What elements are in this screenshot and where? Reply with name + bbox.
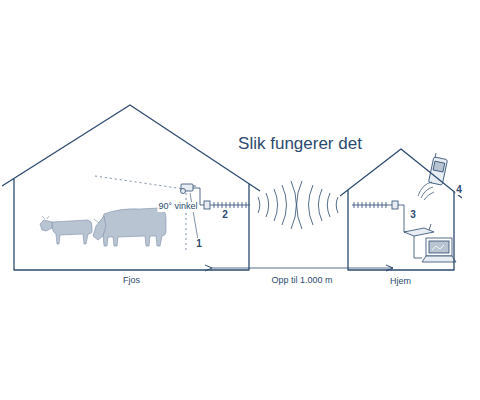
- phone: [428, 153, 447, 185]
- yagi-antenna: [204, 201, 250, 209]
- house-line: [340, 149, 462, 270]
- callout-number: 4: [455, 184, 463, 195]
- antenna-element: [230, 202, 231, 208]
- cow-small: [40, 216, 92, 244]
- view-line: [95, 176, 184, 189]
- antenna-element: [370, 202, 371, 208]
- cow-large: [93, 208, 166, 246]
- antenna-element: [354, 202, 355, 208]
- house-outline: [2, 100, 262, 295]
- antenna-element: [378, 202, 379, 208]
- radio-wave: [274, 189, 278, 221]
- antenna-element: [242, 202, 243, 208]
- antenna-element: [218, 202, 219, 208]
- antenna-element: [238, 202, 239, 208]
- yagi-antenna: [352, 201, 398, 209]
- antenna-element: [358, 202, 359, 208]
- antenna-element: [226, 202, 227, 208]
- antenna-element: [382, 202, 383, 208]
- diagram-title: Slik fungerer det: [238, 135, 362, 154]
- distance-label: Opp til 1.000 m: [270, 276, 333, 286]
- building-label: Hjem: [390, 277, 411, 287]
- radio-wave: [258, 197, 260, 213]
- callout-number: 3: [409, 209, 417, 220]
- building-label: Fjos: [123, 276, 140, 286]
- angle-label: 90° vinkel: [157, 202, 198, 212]
- antenna-element: [366, 202, 367, 208]
- antenna-element: [386, 202, 387, 208]
- radio-waves: [258, 181, 338, 229]
- receiver: [404, 224, 434, 236]
- laptop: [422, 238, 456, 262]
- callout-number: 2: [221, 209, 229, 220]
- radio-wave: [327, 193, 330, 217]
- cable: [414, 236, 422, 258]
- radio-wave: [282, 185, 287, 225]
- antenna-element: [222, 202, 223, 208]
- radio-wave: [266, 193, 269, 217]
- camera: [181, 184, 197, 194]
- radio-wave: [309, 185, 314, 225]
- callout-number: 1: [195, 238, 203, 249]
- leader-line: [190, 193, 198, 240]
- radio-wave: [336, 197, 338, 213]
- antenna-element: [362, 202, 363, 208]
- radio-wave: [318, 189, 322, 221]
- antenna-element: [214, 202, 215, 208]
- building-node: Fjos: [2, 100, 262, 295]
- house-line: [2, 105, 260, 270]
- radio-wave: [297, 181, 302, 229]
- house-outline: [340, 144, 462, 294]
- cable: [398, 205, 410, 232]
- radio-wave: [291, 181, 296, 229]
- dimension-line: [212, 268, 393, 269]
- antenna-element: [234, 202, 235, 208]
- antenna-element: [246, 202, 247, 208]
- building-node: Hjem: [340, 144, 462, 294]
- antenna-element: [374, 202, 375, 208]
- phone-signal: [418, 182, 434, 200]
